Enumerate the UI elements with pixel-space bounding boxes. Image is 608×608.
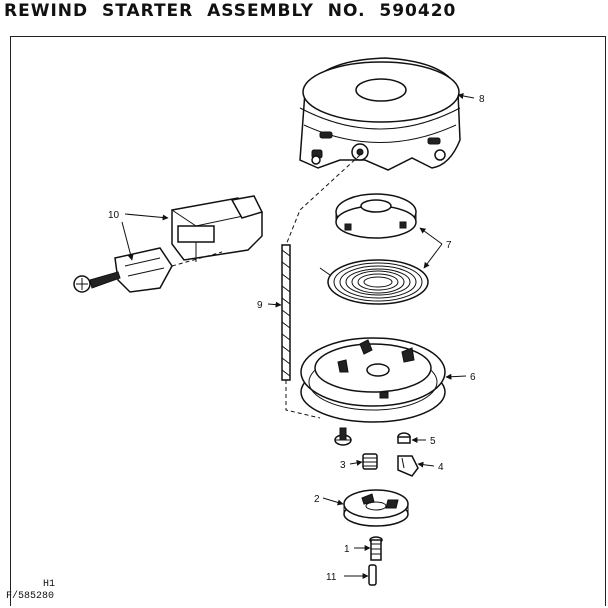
- diagram-title: REWIND STARTER ASSEMBLY NO. 590420: [4, 1, 457, 21]
- spring-retainer-part-7: [335, 193, 417, 239]
- callout-11: 11: [326, 572, 337, 583]
- callout-9: 9: [257, 300, 263, 311]
- pawl-part-4: [397, 455, 419, 477]
- pin-part-11: [368, 564, 377, 586]
- pulley-part-6: [300, 337, 446, 423]
- handle-insert-part-10: [114, 247, 173, 293]
- starter-rope-part-9: [281, 154, 361, 419]
- ref-code: H1: [43, 579, 55, 590]
- callout-8: 8: [479, 94, 485, 105]
- spring-part-3: [362, 453, 378, 470]
- callout-leaders: [121, 93, 475, 579]
- callout-7: 7: [446, 240, 452, 251]
- ref-number: F/585280: [6, 590, 54, 602]
- starter-handle-part-10: [171, 195, 264, 262]
- washer-part-5: [397, 432, 411, 444]
- diagram-frame: [10, 36, 606, 606]
- rewind-spring-part-7: [319, 259, 429, 305]
- callout-6: 6: [470, 372, 476, 383]
- callout-2: 2: [314, 494, 320, 505]
- callout-10: 10: [108, 210, 120, 221]
- cam-dog-part-2: [343, 489, 409, 527]
- callout-1: 1: [344, 544, 350, 555]
- callout-4: 4: [438, 462, 444, 473]
- starter-housing-part-8: [299, 57, 461, 171]
- callout-3: 3: [340, 460, 346, 471]
- retainer-screw: [334, 427, 352, 446]
- handle-screw: [73, 251, 223, 293]
- callout-5: 5: [430, 436, 436, 447]
- center-screw-part-1: [369, 536, 383, 561]
